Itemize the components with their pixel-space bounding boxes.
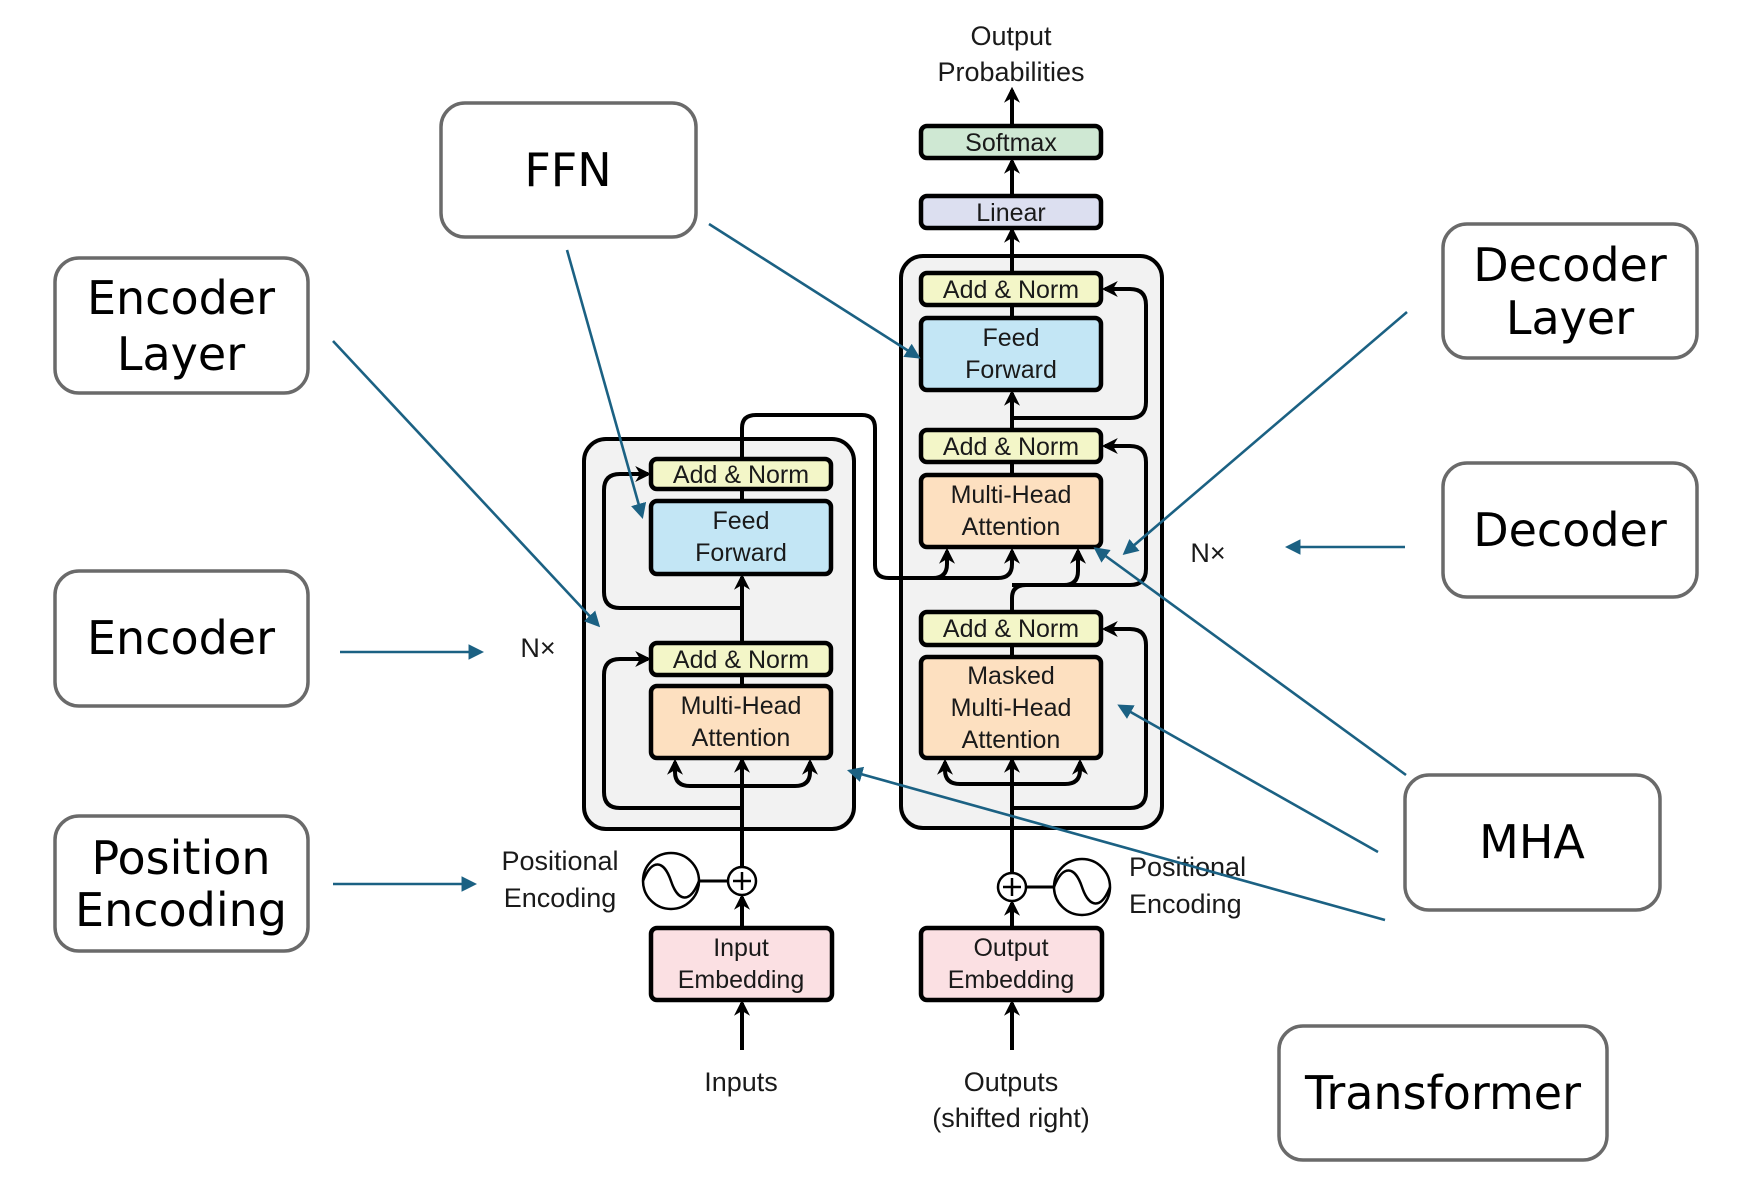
decoder-masked-multi-head-attention: Masked Multi-Head Attention [918,654,1104,761]
svg-text:Forward: Forward [695,539,787,567]
svg-text:Position: Position [91,831,270,885]
input-embedding: Input Embedding [648,925,835,1003]
svg-text:MHA: MHA [1479,815,1585,869]
ffn-annotation: FFN [439,101,698,239]
svg-text:Multi-Head: Multi-Head [951,694,1072,722]
svg-text:Positional: Positional [501,846,618,876]
encoder-layer-arrow [332,340,601,628]
position-encoding-annotation: Position Encoding [53,814,310,953]
svg-text:Add & Norm: Add & Norm [943,276,1079,304]
svg-text:Encoder: Encoder [87,271,275,325]
svg-text:Embedding: Embedding [948,966,1074,994]
encoder-wires [602,413,1020,1050]
transformer-annotation: Transformer [1277,1024,1609,1162]
decoder-repeat-marker: N× [1190,538,1225,568]
ffn-to-decoder-ff-arrow [708,222,921,359]
decoder-layer-annotation: Decoder Layer [1441,222,1699,360]
encoder-annotation: Encoder [53,569,310,708]
decoder-add-norm-middle: Add & Norm [918,427,1104,465]
svg-text:Softmax: Softmax [965,129,1057,157]
svg-text:Forward: Forward [965,356,1057,384]
annotation-arrows [332,222,1408,922]
svg-text:Embedding: Embedding [678,966,804,994]
svg-text:Attention: Attention [962,726,1061,754]
mha-to-decoder-mha-arrow [1093,547,1407,777]
svg-text:Add & Norm: Add & Norm [943,615,1079,643]
outputs-shifted-label: (shifted right) [932,1103,1090,1133]
output-probabilities-label-2: Probabilities [937,57,1084,87]
decoder-layer-arrow [1122,311,1408,556]
svg-text:Layer: Layer [1506,291,1634,345]
svg-text:Input: Input [713,934,769,962]
encoder-add-norm-top: Add & Norm [648,456,834,492]
outputs-label: Outputs [964,1067,1059,1097]
decoder-annotation: Decoder [1441,461,1699,599]
svg-text:Decoder: Decoder [1473,503,1667,557]
svg-text:Multi-Head: Multi-Head [951,481,1072,509]
svg-text:Linear: Linear [976,199,1046,227]
decoder-multi-head-attention: Multi-Head Attention [918,472,1104,550]
encoder-repeat-marker: N× [520,633,555,663]
svg-text:Output: Output [973,934,1048,962]
encoder-layer-annotation: Encoder Layer [53,256,310,395]
encoder-multi-head-attention: Multi-Head Attention [648,683,834,761]
svg-text:Encoding: Encoding [75,883,287,937]
ffn-to-encoder-ff-arrow [565,249,647,520]
svg-text:Add & Norm: Add & Norm [673,646,809,674]
decoder-positional-encoding: Positional Encoding [996,852,1246,919]
mha-to-masked-mha-arrow [1117,704,1379,854]
inputs-label: Inputs [704,1067,778,1097]
svg-text:Encoding: Encoding [1129,889,1242,919]
svg-text:Layer: Layer [117,327,245,381]
svg-text:Attention: Attention [692,724,791,752]
encoder-stack-container [582,437,856,831]
decoder-add-norm-bottom: Add & Norm [918,609,1104,648]
svg-text:Encoder: Encoder [87,611,275,665]
svg-text:Decoder: Decoder [1473,238,1667,292]
svg-text:FFN: FFN [524,143,611,197]
encoder-add-norm-bottom: Add & Norm [648,640,834,678]
softmax-block: Softmax [918,123,1104,161]
decoder-feed-forward: Feed Forward [918,315,1104,393]
svg-text:Add & Norm: Add & Norm [673,461,809,489]
svg-text:Feed: Feed [983,324,1040,352]
mha-annotation: MHA [1403,773,1662,912]
svg-text:Multi-Head: Multi-Head [681,692,802,720]
svg-text:Add & Norm: Add & Norm [943,433,1079,461]
svg-text:Masked: Masked [967,662,1055,690]
decoder-add-norm-top: Add & Norm [918,270,1104,308]
mha-to-encoder-mha-arrow [846,766,1386,922]
output-embedding: Output Embedding [918,925,1105,1003]
svg-text:Transformer: Transformer [1304,1066,1581,1120]
svg-text:Attention: Attention [962,513,1061,541]
encoder-feed-forward: Feed Forward [648,498,834,577]
svg-text:Encoding: Encoding [504,883,617,913]
output-probabilities-label: Output [970,21,1052,51]
encoder-positional-encoding: Positional Encoding [501,846,758,913]
linear-block: Linear [918,193,1104,231]
svg-text:Feed: Feed [713,507,770,535]
